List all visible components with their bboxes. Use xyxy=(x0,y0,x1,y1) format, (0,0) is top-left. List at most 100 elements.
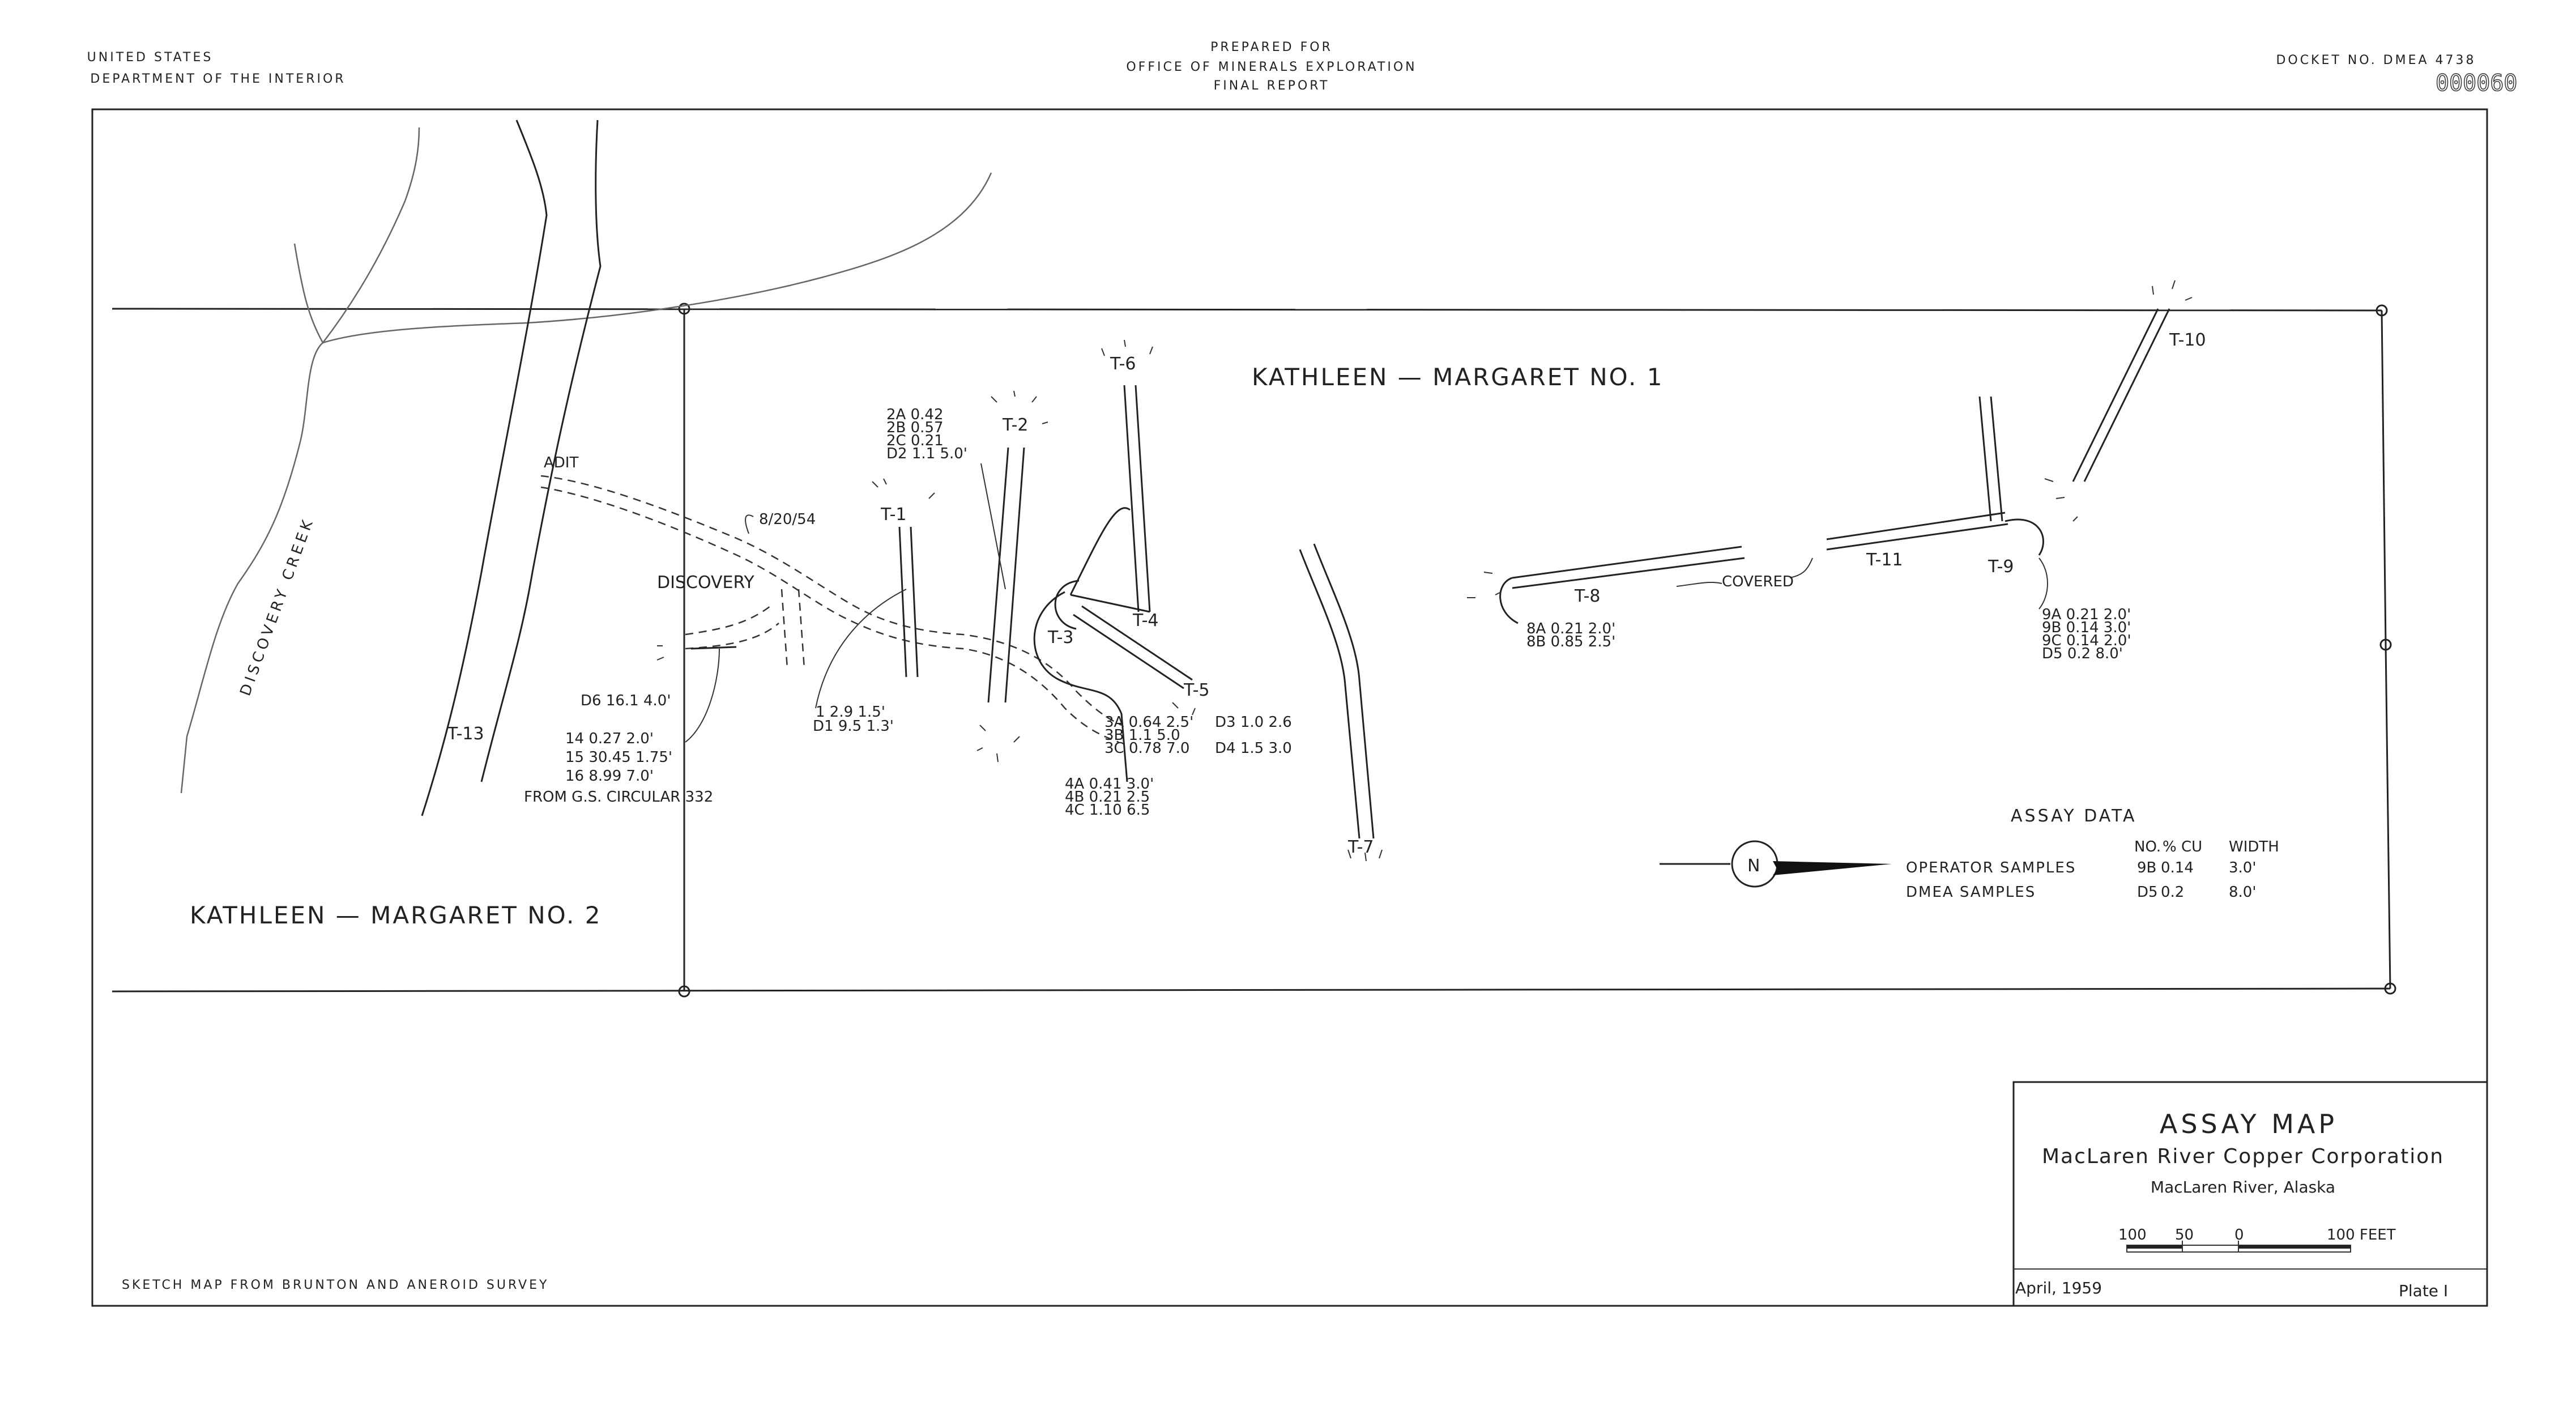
scale-label: 100 FEET xyxy=(2327,1227,2396,1244)
trench-t5-line xyxy=(1081,605,1193,681)
sample-discovery-row: 15 30.45 1.75' xyxy=(565,749,672,766)
trench-t6-line xyxy=(1135,385,1151,612)
leader-line xyxy=(745,514,754,534)
sample-t1-row: 1 2.9 1.5' xyxy=(816,704,885,721)
north-arrow-label: N xyxy=(1747,856,1760,876)
survey-note: SKETCH MAP FROM BRUNTON AND ANEROID SURV… xyxy=(122,1278,549,1292)
trench-label-t1: T-1 xyxy=(880,505,906,525)
assay-col-cu: % CU xyxy=(2163,838,2202,855)
assay-col-no: NO. xyxy=(2134,838,2161,855)
trench-label-t13: T-13 xyxy=(447,724,484,744)
pit-markers xyxy=(656,280,2193,862)
assay-row-no: D5 xyxy=(2137,884,2158,901)
location-name: MacLaren River, Alaska xyxy=(2151,1178,2335,1196)
trench-label-t8: T-8 xyxy=(1574,586,1600,606)
sample-t9-row: 9C 0.14 2.0' xyxy=(2042,632,2131,649)
sample-t8-row: 8B 0.85 2.5' xyxy=(1526,633,1615,650)
samples-t4: 4A 0.41 3.0' 4B 0.21 2.5 4C 1.10 6.5 xyxy=(1065,776,1154,819)
samples-discovery: 14 0.27 2.0' 15 30.45 1.75' 16 8.99 7.0' xyxy=(565,730,672,785)
trench-t8-line xyxy=(1512,546,1742,579)
scale-label: 100 xyxy=(2118,1227,2147,1244)
trench-t9-end xyxy=(2004,518,2044,556)
trench-label-t11: T-11 xyxy=(1866,550,1903,570)
date-label: 8/20/54 xyxy=(759,511,816,528)
assay-data-title: ASSAY DATA xyxy=(2011,806,2137,826)
assay-col-width: WIDTH xyxy=(2229,838,2279,855)
sample-t8-row: 8A 0.21 2.0' xyxy=(1526,620,1615,637)
trench-label-t5: T-5 xyxy=(1183,680,1209,700)
map-title: ASSAY MAP xyxy=(2160,1109,2338,1139)
trench-t9-line xyxy=(1990,396,2003,522)
trench-t9-line xyxy=(1978,396,1992,522)
trench-t2-line xyxy=(1004,447,1025,703)
leader-line xyxy=(980,463,1006,590)
adit-branch xyxy=(797,589,805,669)
trench-t5-line xyxy=(1073,614,1184,689)
trench-t7-line xyxy=(1313,543,1375,839)
header-stamp: 000060 xyxy=(2436,70,2518,96)
adit-tunnel-line xyxy=(540,475,1122,726)
sample-t2-row: 2C 0.21 xyxy=(886,432,944,449)
claim-corner-marker xyxy=(678,985,690,998)
samples-t8: 8A 0.21 2.0' 8B 0.85 2.5' xyxy=(1526,620,1615,650)
trench-t3-line xyxy=(1033,591,1128,782)
discovery-trench xyxy=(690,646,737,650)
header-office: OFFICE OF MINERALS EXPLORATION xyxy=(1126,60,1417,74)
assay-row-width: 8.0' xyxy=(2229,884,2257,901)
trench-t8-line xyxy=(1512,557,1745,589)
scale-label: 0 xyxy=(2234,1227,2244,1244)
trench-t6-line xyxy=(1123,385,1140,612)
adit-branch xyxy=(685,605,771,636)
road-line-west xyxy=(421,120,548,816)
trench-label-t10: T-10 xyxy=(2169,330,2206,350)
leader-line xyxy=(815,589,907,709)
sample-discovery-row: 16 8.99 7.0' xyxy=(565,768,654,785)
trench-t2-line xyxy=(987,447,1009,703)
scale-label: 50 xyxy=(2175,1227,2194,1244)
claim-name-no2: KATHLEEN — MARGARET NO. 2 xyxy=(190,901,602,929)
leader-line xyxy=(685,648,720,743)
covered-bracket xyxy=(1676,557,1813,587)
claim-boundary-east xyxy=(2381,310,2391,989)
trench-t11-line xyxy=(1826,523,2008,551)
north-arrow-head xyxy=(1773,861,1892,875)
header-agency-line1: UNITED STATES xyxy=(87,50,214,65)
trench-t4-line xyxy=(1069,507,1131,595)
trench-t1-line xyxy=(910,526,919,678)
trench-t7-line xyxy=(1299,549,1360,839)
map-border xyxy=(91,108,2488,1307)
sample-t3-row: 3C 0.78 7.0 xyxy=(1104,740,1189,757)
creek-label: DISCOVERY CREEK xyxy=(237,515,317,698)
company-name: MacLaren River Copper Corporation xyxy=(2042,1145,2444,1168)
claim-corner-marker xyxy=(678,303,690,315)
claim-name-no1: KATHLEEN — MARGARET NO. 1 xyxy=(1252,363,1664,391)
trench-t10-line xyxy=(2083,308,2170,482)
trench-t1-line xyxy=(898,526,907,678)
trench-t8-end xyxy=(1499,577,1519,624)
sample-t4-row: 4B 0.21 2.5 xyxy=(1065,789,1150,806)
trench-label-t4: T-4 xyxy=(1132,611,1158,631)
sample-t1-row: D1 9.5 1.3' xyxy=(813,718,894,735)
sample-t2-row: 2B 0.57 xyxy=(886,419,944,436)
road-line-east xyxy=(480,120,602,782)
sample-t9-row: 9A 0.21 2.0' xyxy=(2042,606,2131,623)
trench-t4-line xyxy=(1070,594,1150,613)
creek-tributary xyxy=(293,243,324,343)
sample-t9-row: D5 0.2 8.0' xyxy=(2042,645,2123,662)
creek-tributary xyxy=(322,127,420,343)
adit-branch xyxy=(781,589,788,669)
trench-label-t6: T-6 xyxy=(1110,354,1136,374)
trench-label-t2: T-2 xyxy=(1002,415,1028,435)
trench-t10-line xyxy=(2072,308,2159,482)
sample-t3-row: 3A 0.64 2.5' xyxy=(1104,714,1193,731)
assay-row-cu: 0.14 xyxy=(2161,859,2194,876)
header-final-report: FINAL REPORT xyxy=(1214,79,1330,93)
sample-t4-row: 4C 1.10 6.5 xyxy=(1065,802,1150,819)
scale-bar: 100 50 0 100 FEET xyxy=(2118,1227,2396,1253)
discovery-creek xyxy=(180,172,992,794)
samples-t2: 2A 0.42 2B 0.57 2C 0.21 D2 1.1 5.0' xyxy=(886,406,967,462)
adit-branch xyxy=(685,623,779,650)
claim-corner-marker xyxy=(2379,638,2392,651)
discovery-label: DISCOVERY xyxy=(657,573,754,593)
